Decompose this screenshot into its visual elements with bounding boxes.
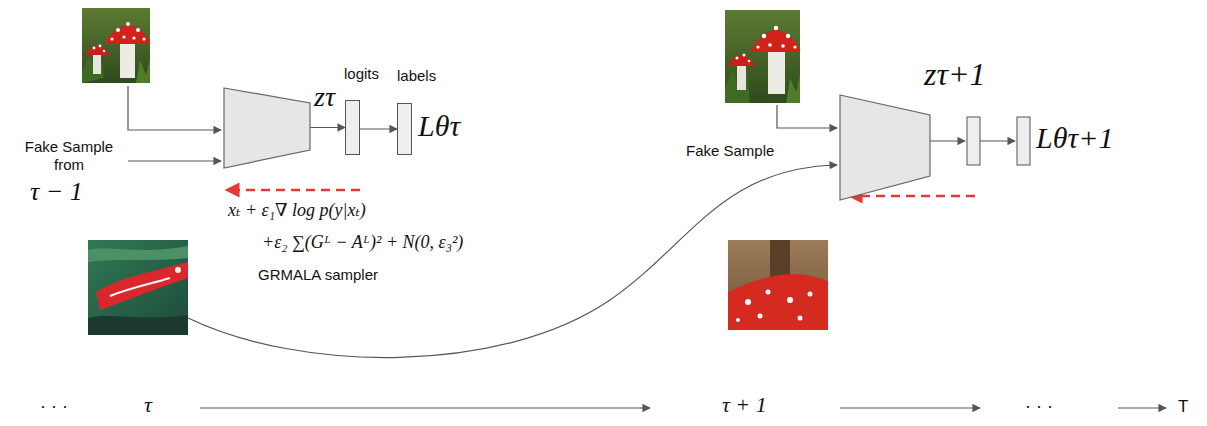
timeline-arrow — [840, 407, 980, 408]
encoder-block: zτ+1 — [840, 95, 930, 200]
input-arrow — [128, 86, 221, 130]
flow-arrow — [310, 127, 345, 128]
sampler-formula: +ε₂ ∑(Gᴸ − Aᴸ)² + N(0, ε₃²) — [262, 232, 463, 254]
carry-curve — [188, 165, 837, 358]
time-end: T — [1178, 397, 1188, 417]
flow-arrow — [980, 140, 1015, 141]
ellipsis: · · · — [40, 396, 68, 418]
loss-symbol: Lθτ — [418, 108, 460, 144]
time-index: τ — [144, 392, 152, 418]
feature-symbol: zτ+1 — [924, 55, 986, 93]
encoder-outline — [224, 88, 310, 168]
encoder-shape — [840, 95, 930, 200]
gradient-arrow — [226, 189, 360, 192]
flow-arrow — [930, 140, 965, 141]
labels-box — [1017, 117, 1030, 165]
input-arrow — [777, 105, 837, 128]
sampler-formula: xₜ + ε₁∇ log p(y|xₜ) — [228, 200, 366, 222]
logits-box: logits — [345, 100, 360, 155]
encoder-block: zτ — [224, 88, 310, 168]
feature-symbol: zτ — [314, 80, 335, 114]
mushroom-photo — [725, 10, 800, 103]
logits-box — [967, 117, 980, 165]
box-label: labels — [397, 67, 436, 85]
loss-symbol: Lθτ+1 — [1036, 120, 1113, 156]
ellipsis: · · · — [1025, 396, 1053, 418]
input-note: Fake Sample from — [8, 138, 130, 174]
fake-sample-image — [88, 240, 188, 335]
sampler-name: GRMALA sampler — [258, 266, 378, 284]
input-arrow — [128, 160, 221, 161]
time-index: τ + 1 — [722, 392, 767, 418]
mushroom-photo — [82, 8, 150, 83]
flow-arrow — [360, 128, 397, 129]
encoder-shape — [224, 88, 310, 168]
encoder-outline — [840, 95, 930, 200]
time-index: τ − 1 — [30, 176, 83, 207]
gradient-arrow — [849, 195, 975, 198]
timeline-arrow — [1118, 407, 1166, 408]
input-note: Fake Sample — [686, 142, 774, 160]
labels-box: labels — [397, 103, 412, 155]
timeline-arrow — [200, 407, 650, 408]
box-label: logits — [344, 65, 379, 83]
fake-sample-image — [728, 240, 828, 330]
